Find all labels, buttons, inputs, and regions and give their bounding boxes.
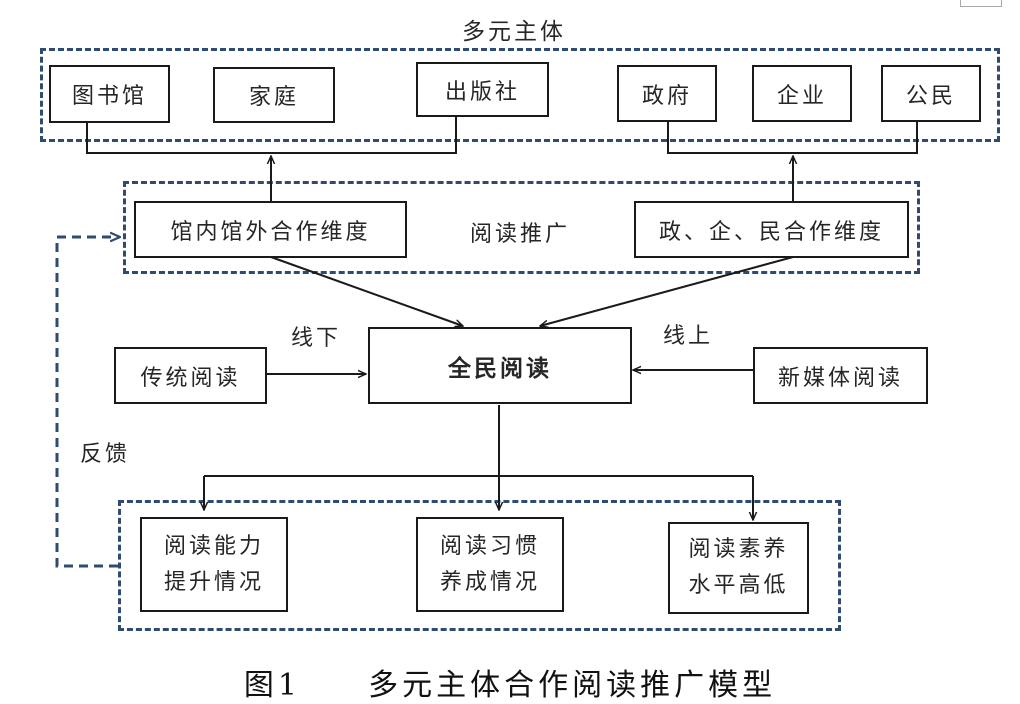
outcome-1-line1: 阅读能力 [163,533,264,559]
arrow-left-to-center [270,256,463,326]
subject-library: 图书馆 [49,65,170,123]
outcome-2-line2: 养成情况 [439,569,540,595]
figure-caption: 图1 多元主体合作阅读推广模型 [0,660,1020,704]
outcome-3-line1: 阅读素养 [688,537,789,562]
figure-title: 多元主体合作阅读推广模型 [368,668,777,703]
outcome-reading-habit: 阅读习惯 养成情况 [416,517,564,612]
arrow-right-to-center [540,256,794,326]
reading-promotion-label: 阅读推广 [470,222,571,247]
figure-number: 图1 [243,668,301,703]
left-subjects-bracket [86,116,457,154]
outcome-1-line2: 提升情况 [163,569,264,595]
govt-enterprise-citizen-dimension: 政、企、民合作维度 [634,201,909,258]
new-media-reading: 新媒体阅读 [753,347,928,404]
subjects-title: 多元主体 [462,19,566,45]
subject-citizen: 公民 [881,65,981,122]
online-label: 线上 [663,324,714,349]
outcome-reading-literacy: 阅读素养 水平高低 [668,522,809,614]
outcome-reading-ability: 阅读能力 提升情况 [140,517,288,612]
subject-enterprise: 企业 [752,65,852,122]
outcome-2-line1: 阅读习惯 [439,533,540,559]
subject-family: 家庭 [213,67,335,123]
subject-publisher: 出版社 [416,62,549,117]
feedback-loop-arrow [55,237,120,568]
right-subjects-bracket [667,122,918,154]
outcomes-group [118,500,841,631]
promotion-group [123,181,920,274]
feedback-label: 反馈 [80,442,131,467]
library-cooperation-dimension: 馆内馆外合作维度 [134,201,407,258]
page-corner-mark [960,0,1002,7]
subjects-group [40,48,1000,142]
national-reading-node: 全民阅读 [368,327,632,404]
subject-government: 政府 [617,65,717,122]
outcome-3-line2: 水平高低 [688,573,789,598]
offline-label: 线下 [291,326,342,351]
traditional-reading: 传统阅读 [114,347,267,404]
